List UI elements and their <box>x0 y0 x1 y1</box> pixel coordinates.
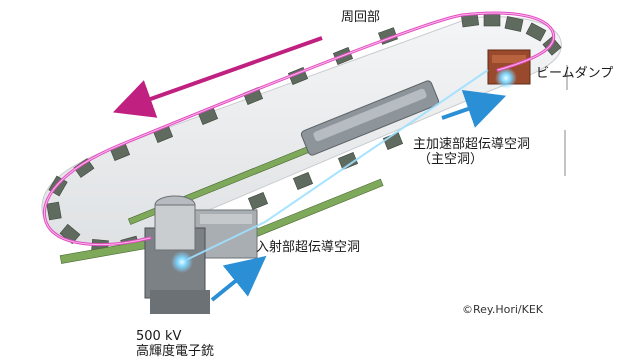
beam-glow-gun <box>171 251 193 273</box>
label-gun-voltage: 500 kV <box>136 329 182 344</box>
injector-cryomodule <box>194 209 258 259</box>
beam-glow-dump <box>495 67 517 89</box>
label-return-loop: 周回部 <box>341 10 381 25</box>
label-beam-dump: ビームダンプ <box>536 66 614 81</box>
main-linac-cryomodules <box>300 80 440 156</box>
label-injector-linac: 入射部超伝導空洞 <box>256 240 361 255</box>
arrow-injector <box>210 255 267 302</box>
electron-gun <box>144 195 210 314</box>
arrow-main-linac <box>441 89 507 128</box>
label-electron-gun: 高輝度電子銃 <box>136 344 215 359</box>
label-main-linac: 主加速部超伝導空洞 <box>413 137 531 152</box>
label-main-linac-sub: （主空洞） <box>418 152 484 167</box>
arrow-return-loop <box>112 36 323 118</box>
beam-path-injector <box>181 69 489 263</box>
image-credit: ©Rey.Hori/KEK <box>462 303 544 316</box>
